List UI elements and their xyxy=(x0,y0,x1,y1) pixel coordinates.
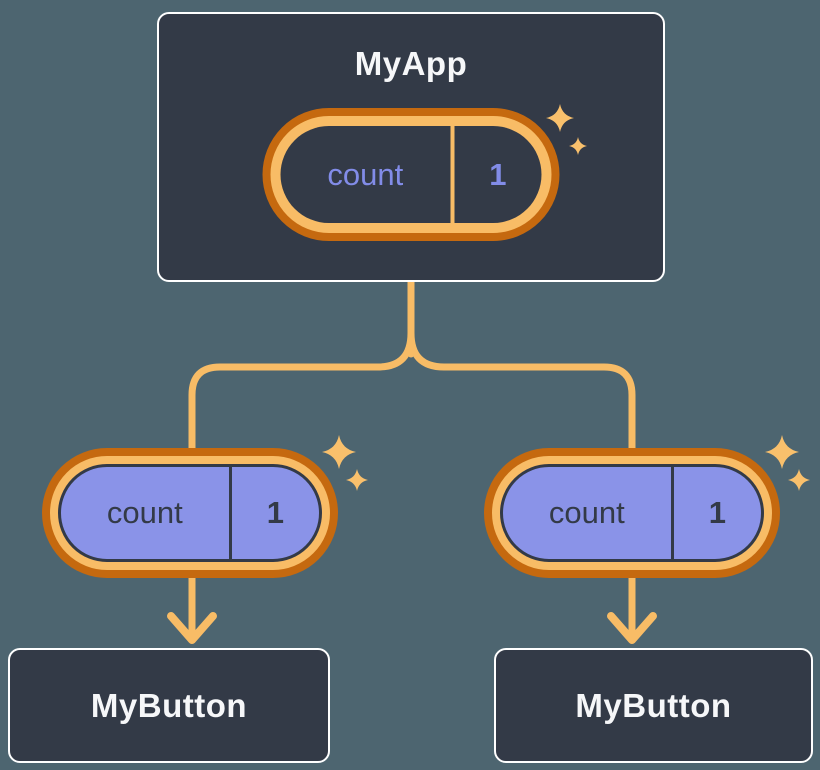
prop-label-section: count xyxy=(503,467,671,559)
prop-value-section: 1 xyxy=(228,467,319,559)
component-title: MyButton xyxy=(90,686,248,724)
prop-label-section: count xyxy=(61,467,229,559)
component-card-mybutton-right: MyButton xyxy=(494,648,813,763)
sparkle-icon xyxy=(346,469,368,491)
prop-pill-left: count 1 xyxy=(42,448,338,578)
component-title: MyButton xyxy=(575,686,732,724)
prop-value: 1 xyxy=(266,495,284,530)
state-label-section: count xyxy=(281,126,451,223)
state-pill-body: count 1 xyxy=(280,126,542,223)
arrow-down-icon xyxy=(167,612,217,644)
state-value-section: 1 xyxy=(450,126,541,223)
prop-value: 1 xyxy=(708,495,726,530)
prop-value-section: 1 xyxy=(670,467,761,559)
state-pill-myapp: count 1 xyxy=(262,108,560,241)
state-label: count xyxy=(327,156,404,192)
component-card-mybutton-left: MyButton xyxy=(8,648,330,763)
sparkle-icon xyxy=(788,469,810,491)
prop-pill-body: count 1 xyxy=(58,464,322,562)
sparkle-icon xyxy=(322,435,356,469)
arrow-down-icon xyxy=(607,612,657,644)
state-value: 1 xyxy=(489,156,507,192)
prop-label: count xyxy=(106,495,183,530)
component-title: MyApp xyxy=(354,45,468,82)
prop-pill-right: count 1 xyxy=(484,448,780,578)
sparkle-icon xyxy=(765,435,799,469)
prop-pill-body: count 1 xyxy=(500,464,764,562)
component-card-myapp: MyApp count 1 xyxy=(157,12,665,282)
prop-label: count xyxy=(548,495,625,530)
